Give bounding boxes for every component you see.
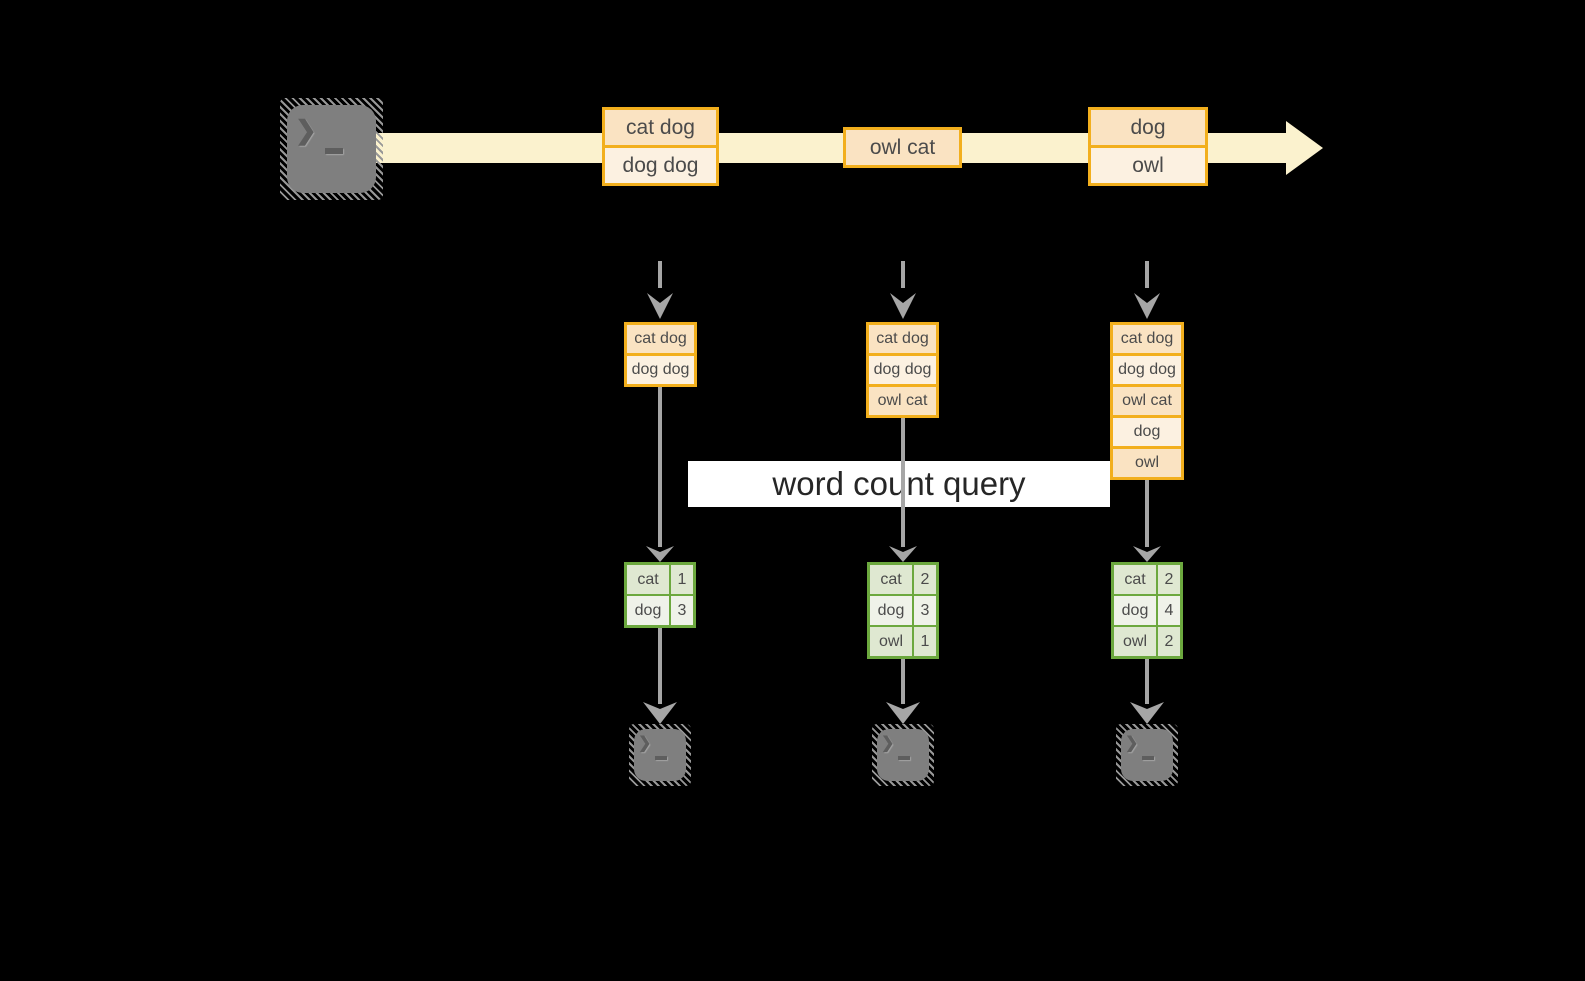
arrowhead-icon bbox=[643, 702, 677, 724]
stream-record-3: dog owl bbox=[1088, 107, 1208, 186]
terminal-prompt-icon: ❯ bbox=[295, 115, 317, 145]
dashed-arrowhead-icon bbox=[647, 293, 673, 319]
dashed-arrow-segment bbox=[658, 261, 662, 288]
source-terminal-icon: ❯ bbox=[280, 98, 383, 200]
terminal-prompt-icon: ❯ bbox=[1125, 735, 1139, 752]
stream-record-cell: cat dog bbox=[605, 110, 716, 145]
dashed-arrow-segment bbox=[901, 261, 905, 288]
terminal-screen bbox=[1121, 729, 1173, 781]
count-value-cell: 1 bbox=[914, 627, 936, 656]
query-label: word count query bbox=[688, 461, 1110, 507]
buffer-row: dog dog bbox=[1113, 356, 1181, 384]
stream-record-cell: owl cat bbox=[846, 130, 959, 165]
count-word-cell: cat bbox=[627, 565, 669, 594]
count-word-cell: dog bbox=[1114, 596, 1156, 625]
count-word-cell: dog bbox=[627, 596, 669, 625]
flow-line bbox=[901, 659, 905, 704]
record-buffer-2: cat dog dog dog owl cat bbox=[866, 322, 939, 418]
buffer-row: cat dog bbox=[627, 325, 694, 353]
terminal-cursor-icon bbox=[655, 756, 667, 760]
table-row: owl 2 bbox=[1114, 627, 1180, 656]
buffer-row: owl bbox=[1113, 449, 1181, 477]
count-word-cell: owl bbox=[870, 627, 912, 656]
table-row: cat 2 bbox=[870, 565, 936, 594]
buffer-row: dog dog bbox=[869, 356, 936, 384]
flow-line bbox=[658, 385, 662, 547]
record-buffer-3: cat dog dog dog owl cat dog owl bbox=[1110, 322, 1184, 480]
table-row: owl 1 bbox=[870, 627, 936, 656]
output-terminal-icon: ❯ bbox=[1116, 724, 1178, 786]
count-table-1: cat 1 dog 3 bbox=[624, 562, 696, 628]
stream-arrowhead-icon bbox=[1286, 121, 1323, 175]
buffer-row: cat dog bbox=[1113, 325, 1181, 353]
count-word-cell: cat bbox=[1114, 565, 1156, 594]
flow-line bbox=[901, 416, 905, 547]
buffer-row: owl cat bbox=[1113, 387, 1181, 415]
table-row: cat 2 bbox=[1114, 565, 1180, 594]
stream-record-cell: dog dog bbox=[605, 148, 716, 183]
buffer-row: owl cat bbox=[869, 387, 936, 415]
count-value-cell: 2 bbox=[1158, 627, 1180, 656]
arrowhead-icon bbox=[886, 702, 920, 724]
output-terminal-icon: ❯ bbox=[629, 724, 691, 786]
stream-record-2: owl cat bbox=[843, 127, 962, 168]
flow-line bbox=[1145, 478, 1149, 547]
stream-record-cell: owl bbox=[1091, 148, 1205, 183]
arrowhead-icon bbox=[1133, 546, 1161, 562]
arrowhead-icon bbox=[889, 546, 917, 562]
count-value-cell: 2 bbox=[914, 565, 936, 594]
count-value-cell: 2 bbox=[1158, 565, 1180, 594]
flow-line bbox=[1145, 659, 1149, 704]
arrowhead-icon bbox=[1130, 702, 1164, 724]
output-terminal-icon: ❯ bbox=[872, 724, 934, 786]
terminal-cursor-icon bbox=[325, 148, 343, 154]
stream-record-1: cat dog dog dog bbox=[602, 107, 719, 186]
table-row: dog 3 bbox=[870, 596, 936, 625]
terminal-prompt-icon: ❯ bbox=[638, 735, 652, 752]
count-word-cell: dog bbox=[870, 596, 912, 625]
table-row: dog 3 bbox=[627, 596, 693, 625]
count-word-cell: owl bbox=[1114, 627, 1156, 656]
record-buffer-1: cat dog dog dog bbox=[624, 322, 697, 387]
terminal-cursor-icon bbox=[1142, 756, 1154, 760]
buffer-row: cat dog bbox=[869, 325, 936, 353]
flow-line bbox=[658, 628, 662, 704]
table-row: cat 1 bbox=[627, 565, 693, 594]
terminal-screen bbox=[634, 729, 686, 781]
terminal-prompt-icon: ❯ bbox=[881, 735, 895, 752]
count-table-3: cat 2 dog 4 owl 2 bbox=[1111, 562, 1183, 659]
table-row: dog 4 bbox=[1114, 596, 1180, 625]
stream-record-cell: dog bbox=[1091, 110, 1205, 145]
count-value-cell: 3 bbox=[671, 596, 693, 625]
terminal-cursor-icon bbox=[898, 756, 910, 760]
count-table-2: cat 2 dog 3 owl 1 bbox=[867, 562, 939, 659]
dashed-arrowhead-icon bbox=[890, 293, 916, 319]
count-word-cell: cat bbox=[870, 565, 912, 594]
buffer-row: dog dog bbox=[627, 356, 694, 384]
dashed-arrow-segment bbox=[1145, 261, 1149, 288]
terminal-screen bbox=[877, 729, 929, 781]
dashed-arrowhead-icon bbox=[1134, 293, 1160, 319]
count-value-cell: 4 bbox=[1158, 596, 1180, 625]
arrowhead-icon bbox=[646, 546, 674, 562]
buffer-row: dog bbox=[1113, 418, 1181, 446]
count-value-cell: 1 bbox=[671, 565, 693, 594]
count-value-cell: 3 bbox=[914, 596, 936, 625]
